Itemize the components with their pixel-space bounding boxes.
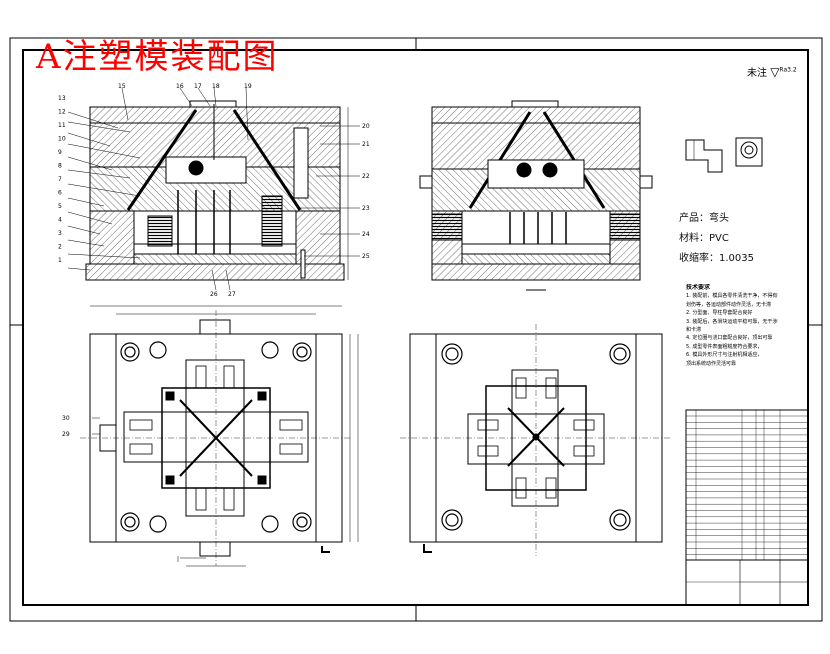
part-number-label: 16 (176, 83, 184, 90)
part-number-label: 9 (58, 149, 62, 156)
part-number-callouts-right: 20 21 22 23 24 25 (362, 123, 370, 260)
technical-requirements: 技术要求 1. 装配前，模具各零件清洗干净，不得有毛刺 划伤等，各运动部件动作灵… (686, 284, 778, 368)
part-number-label: 19 (244, 83, 252, 90)
part-number-label: 24 (362, 231, 370, 238)
drawing-title: A注塑模装配图 (36, 37, 279, 77)
front-section-view (67, 87, 360, 291)
notes-line: 顶出系统动作灵活可靠 (686, 360, 737, 367)
part-number-callouts-plan: 30 29 (62, 415, 70, 438)
part-number-label: 22 (362, 173, 370, 180)
product-name: 产品：弯头 (679, 213, 729, 224)
product-material: 材料：PVC (679, 233, 729, 244)
roughness-note: 未注 ▽Ra3.2 (747, 64, 797, 79)
notes-line: 划伤等，各运动部件动作灵活，无卡滞 (686, 301, 772, 308)
product-shrinkage: 收缩率：1.0035 (679, 253, 754, 264)
part-number-label: 7 (58, 176, 62, 183)
notes-line: 1. 装配前，模具各零件清洗干净，不得有毛刺 (686, 293, 778, 300)
notes-heading: 技术要求 (686, 284, 711, 291)
part-number-label: 4 (58, 217, 62, 224)
part-number-callouts-bottom: 26 27 (210, 291, 236, 298)
product-sketch (685, 137, 763, 173)
notes-line: 4. 定位圈与浇口套配合良好，顶出可靠 (686, 335, 773, 342)
part-number-label: 26 (210, 291, 218, 298)
notes-line: 2. 分型面、导柱导套配合良好 (686, 310, 753, 317)
fixed-half-plan-view (400, 324, 672, 556)
side-section-view (419, 100, 653, 291)
part-number-label: 13 (58, 95, 66, 102)
part-number-label: 30 (62, 415, 70, 422)
part-number-label: 20 (362, 123, 370, 130)
part-number-label: 6 (58, 190, 62, 197)
part-number-label: 18 (212, 83, 220, 90)
part-number-callouts-left: 13 12 11 10 9 8 7 6 5 4 3 2 1 (58, 95, 66, 264)
part-number-label: 1 (58, 257, 62, 264)
notes-line: 和卡滞 (686, 327, 702, 334)
part-number-label: 8 (58, 163, 62, 170)
notes-line: 5. 成型零件表面粗糙度符合要求， (686, 343, 763, 350)
part-number-label: 3 (58, 230, 62, 237)
part-number-label: 21 (362, 141, 370, 148)
notes-line: 6. 模具外形尺寸与注射机相适应， (686, 352, 763, 359)
notes-line: 3. 装配后，各滑块运动平稳可靠，无干涉现象 (686, 318, 778, 325)
part-number-label: 5 (58, 203, 62, 210)
part-number-label: 15 (118, 83, 126, 90)
roughness-value: Ra3.2 (779, 66, 797, 74)
part-number-label: 23 (362, 205, 370, 212)
part-number-label: 12 (58, 109, 66, 116)
roughness-label: 未注 (747, 68, 767, 79)
part-number-label: 29 (62, 431, 70, 438)
parts-list-table (685, 409, 809, 606)
part-number-callouts-top: 15 16 17 18 19 (118, 83, 252, 90)
part-number-label: 17 (194, 83, 202, 90)
drawing-frame (9, 37, 823, 622)
part-number-label: 10 (58, 136, 66, 143)
part-number-label: 25 (362, 253, 370, 260)
part-number-label: 2 (58, 244, 62, 251)
part-number-label: 27 (228, 291, 236, 298)
part-number-label: 11 (58, 122, 66, 129)
roughness-symbol-icon: ▽ (770, 65, 780, 79)
moving-half-plan-view (80, 305, 359, 567)
